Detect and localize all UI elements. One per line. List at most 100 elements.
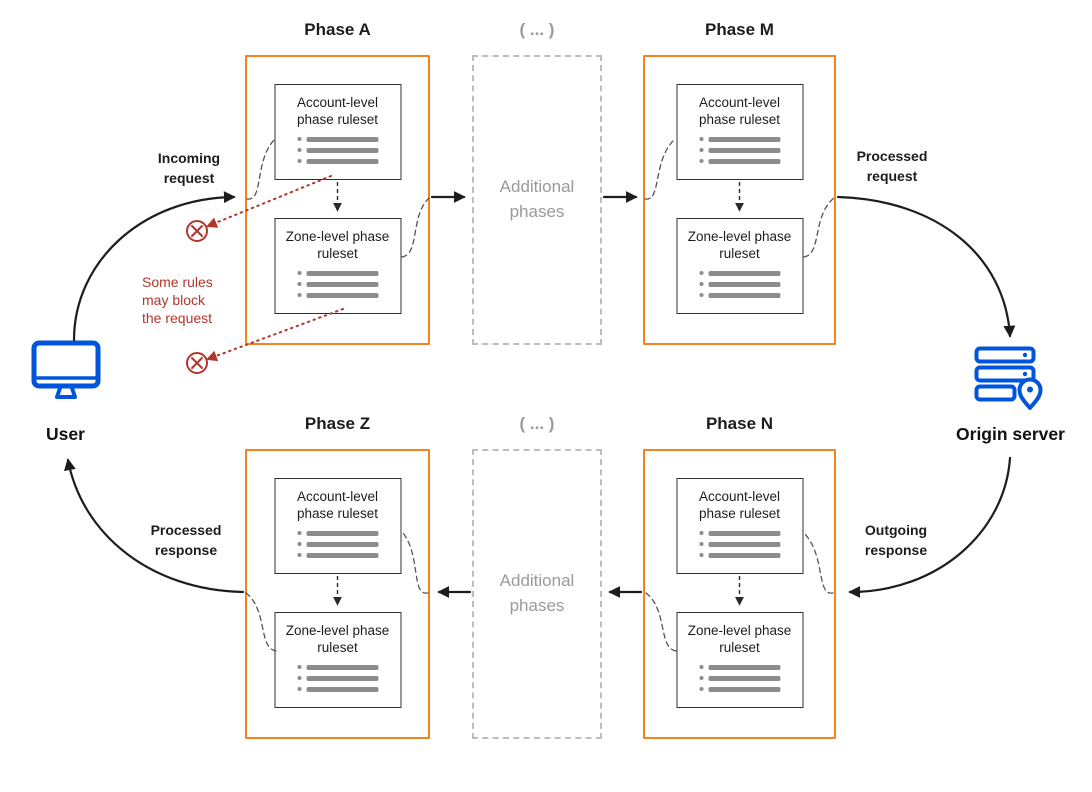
bullet-dot bbox=[297, 159, 301, 164]
ruleset-label: Account-level phase ruleset bbox=[296, 489, 379, 522]
phase-n-zone-ruleset: Zone-level phase ruleset bbox=[676, 612, 803, 708]
phase-a-box: Account-level phase ruleset Zone-level p… bbox=[245, 55, 430, 345]
bullet-dot bbox=[699, 665, 703, 670]
ruleset-lines bbox=[699, 664, 780, 692]
ruleset-line bbox=[699, 147, 780, 153]
ruleset-label: Zone-level phase ruleset bbox=[687, 623, 792, 656]
ruleset-line bbox=[699, 686, 780, 692]
ruleset-lines bbox=[297, 530, 378, 558]
rule-bar bbox=[306, 270, 378, 276]
bullet-dot bbox=[699, 148, 703, 153]
rule-bar bbox=[306, 686, 378, 692]
rule-bar bbox=[306, 158, 378, 164]
additional-phases-label: Additional phases bbox=[499, 177, 575, 221]
ruleset-lines bbox=[297, 136, 378, 164]
phase-m-title: Phase M bbox=[705, 20, 774, 39]
rule-bar bbox=[306, 147, 378, 153]
rule-bar bbox=[708, 147, 780, 153]
rule-bar bbox=[306, 664, 378, 670]
origin-server-label: Origin server bbox=[956, 424, 1065, 444]
processed-response-label: Processed response bbox=[150, 522, 222, 559]
bullet-dot bbox=[297, 665, 301, 670]
ruleset-lines bbox=[297, 270, 378, 298]
bullet-dot bbox=[699, 676, 703, 681]
bullet-dot bbox=[699, 271, 703, 276]
bullet-dot bbox=[297, 531, 301, 536]
ruleset-lines bbox=[297, 664, 378, 692]
ruleset-line bbox=[297, 675, 378, 681]
rule-bar bbox=[306, 281, 378, 287]
rule-bar bbox=[708, 686, 780, 692]
bullet-dot bbox=[297, 553, 301, 558]
bullet-dot bbox=[699, 531, 703, 536]
rule-bar bbox=[306, 136, 378, 142]
bullet-dot bbox=[699, 282, 703, 287]
bullet-dot bbox=[699, 553, 703, 558]
additional-bottom-title: ( ... ) bbox=[519, 414, 555, 433]
phase-z-title: Phase Z bbox=[304, 414, 371, 433]
bullet-dot bbox=[699, 293, 703, 298]
rule-bar bbox=[306, 292, 378, 298]
additional-phases-label: Additional phases bbox=[499, 571, 575, 615]
phase-m-box: Account-level phase ruleset Zone-level p… bbox=[643, 55, 836, 345]
user-label: User bbox=[46, 424, 85, 444]
ruleset-line bbox=[699, 281, 780, 287]
ruleset-line bbox=[297, 136, 378, 142]
ruleset-line bbox=[699, 541, 780, 547]
blocked-request-icon bbox=[186, 352, 208, 374]
phase-z-account-ruleset: Account-level phase ruleset bbox=[274, 478, 401, 574]
bullet-dot bbox=[699, 137, 703, 142]
processed-request-arrow bbox=[836, 195, 1016, 338]
ruleset-line bbox=[699, 530, 780, 536]
ruleset-line bbox=[297, 541, 378, 547]
rule-bar bbox=[306, 530, 378, 536]
outgoing-response-label: Outgoing response bbox=[864, 522, 928, 559]
rule-bar bbox=[306, 552, 378, 558]
ruleset-lines bbox=[699, 136, 780, 164]
server-icon bbox=[974, 346, 1043, 410]
phase-z-zone-ruleset: Zone-level phase ruleset bbox=[274, 612, 401, 708]
rule-bar bbox=[708, 541, 780, 547]
processed-request-label: Processed request bbox=[856, 148, 928, 185]
ruleset-line bbox=[699, 664, 780, 670]
monitor-icon bbox=[31, 340, 101, 399]
phase-a-zone-ruleset: Zone-level phase ruleset bbox=[274, 218, 401, 314]
bullet-dot bbox=[699, 542, 703, 547]
ruleset-line bbox=[297, 158, 378, 164]
ruleset-line bbox=[297, 270, 378, 276]
ruleset-line bbox=[297, 281, 378, 287]
rule-bar bbox=[708, 552, 780, 558]
ruleset-line bbox=[297, 552, 378, 558]
bullet-dot bbox=[297, 676, 301, 681]
ruleset-label: Zone-level phase ruleset bbox=[285, 229, 390, 262]
bullet-dot bbox=[297, 137, 301, 142]
rule-bar bbox=[708, 292, 780, 298]
ruleset-label: Account-level phase ruleset bbox=[698, 95, 781, 128]
bullet-dot bbox=[297, 542, 301, 547]
phase-a-title: Phase A bbox=[304, 20, 371, 39]
phase-n-title: Phase N bbox=[705, 414, 774, 433]
ruleset-line bbox=[297, 530, 378, 536]
ruleset-label: Zone-level phase ruleset bbox=[285, 623, 390, 656]
ruleset-label: Account-level phase ruleset bbox=[296, 95, 379, 128]
bullet-dot bbox=[699, 159, 703, 164]
phase-a-account-ruleset: Account-level phase ruleset bbox=[274, 84, 401, 180]
incoming-request-label: Incoming request bbox=[157, 150, 221, 187]
phase-n-account-ruleset: Account-level phase ruleset bbox=[676, 478, 803, 574]
ruleset-line bbox=[699, 136, 780, 142]
rule-bar bbox=[708, 530, 780, 536]
ruleset-line bbox=[297, 147, 378, 153]
block-warning-text: Some rules may block the request bbox=[142, 274, 213, 327]
phase-m-account-ruleset: Account-level phase ruleset bbox=[676, 84, 803, 180]
ruleset-line bbox=[297, 292, 378, 298]
bullet-dot bbox=[297, 282, 301, 287]
ruleset-line bbox=[699, 158, 780, 164]
bullet-dot bbox=[297, 271, 301, 276]
rule-bar bbox=[306, 675, 378, 681]
rule-bar bbox=[708, 136, 780, 142]
phase-n-box: Account-level phase ruleset Zone-level p… bbox=[643, 449, 836, 739]
ruleset-line bbox=[699, 270, 780, 276]
phase-z-box: Account-level phase ruleset Zone-level p… bbox=[245, 449, 430, 739]
rule-bar bbox=[708, 675, 780, 681]
